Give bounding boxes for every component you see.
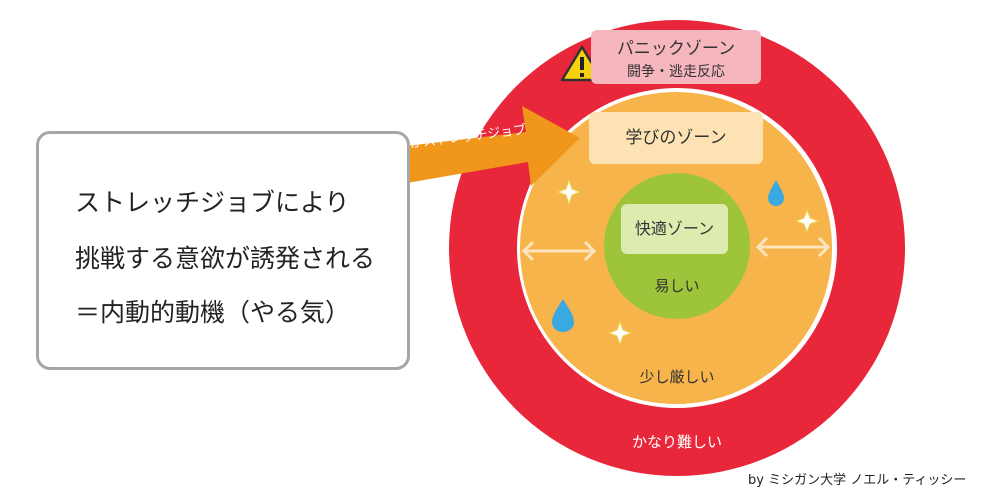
panic-zone-subtitle: 闘争・逃走反応 [627,64,725,80]
learning-zone-difficulty: 少し厳しい [639,368,715,386]
comfort-zone-box: 快適ゾーン [621,204,728,254]
sparkle-icon [794,208,820,234]
description-line: ストレッチジョブにより [75,188,350,217]
panic-zone-box: パニックゾーン 闘争・逃走反応 [591,30,761,84]
sparkle-icon [607,320,633,346]
learning-zone-title: 学びのゾーン [625,128,727,148]
water-drop-icon [768,180,784,206]
learning-zone-box: 学びのゾーン [589,112,763,164]
double-arrow-icon [521,240,597,262]
comfort-zone-title: 快適ゾーン [634,219,715,238]
double-arrow-icon [755,236,831,258]
description-box: ストレッチジョブにより 挑戦する意欲が誘発される ＝内動的動機（やる気） [36,131,410,370]
stretch-arrow-shape [371,106,580,188]
comfort-zone-difficulty: 易しい [654,277,700,295]
panic-zone-difficulty: かなり難しい [631,433,723,451]
water-drop-icon [552,299,574,332]
panic-zone-title: パニックゾーン [616,39,736,59]
description-line: ＝内動的動機（やる気） [75,298,351,327]
sparkle-icon [556,178,582,206]
credit-text: by ミシガン大学 ノエル・ティッシー [748,473,967,488]
description-line: 挑戦する意欲が誘発される [75,244,376,273]
